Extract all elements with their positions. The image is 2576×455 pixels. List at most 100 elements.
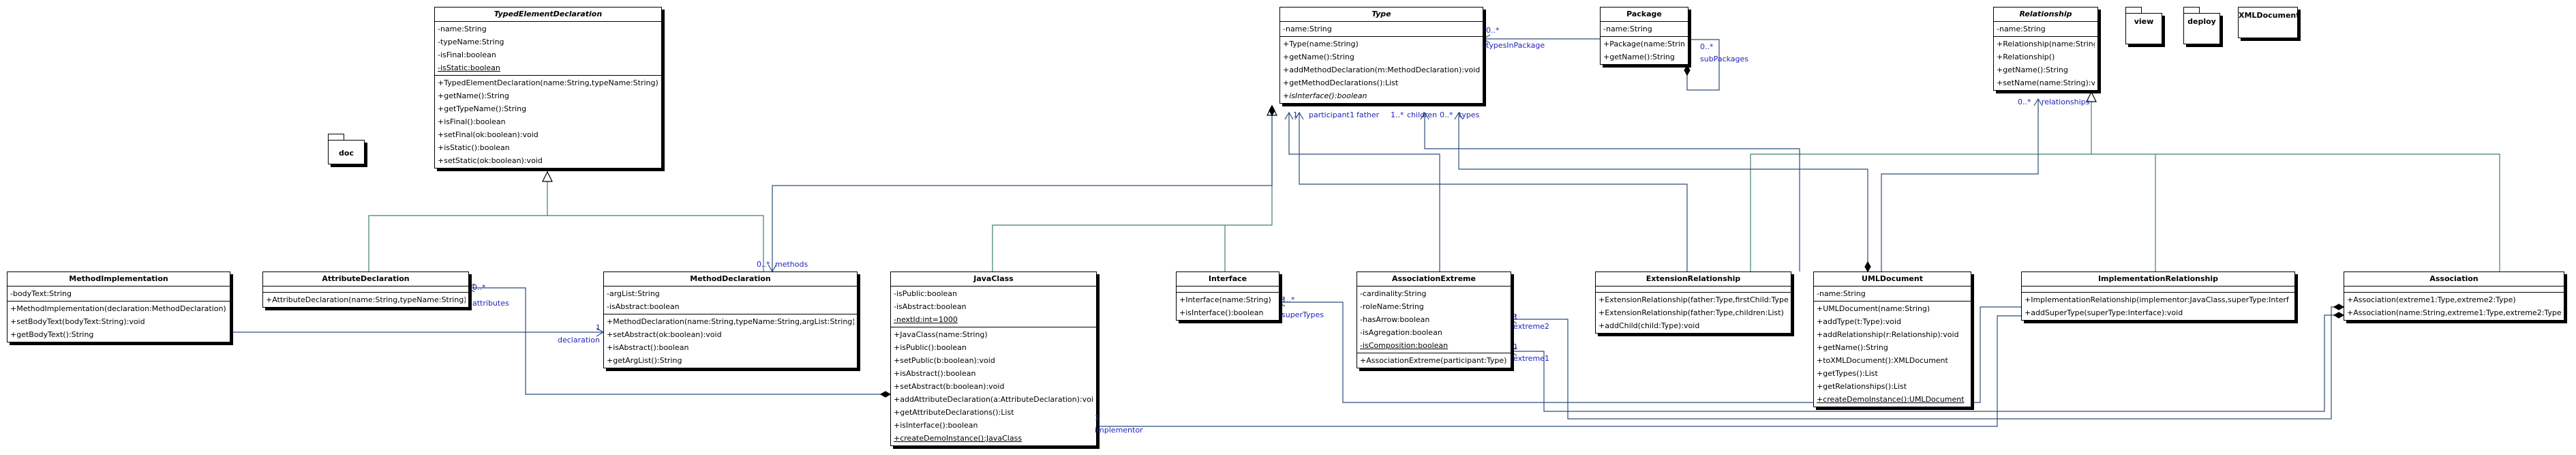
assoc-children [1424,113,1800,271]
class-interface[interactable]: Interface+Interface(name:String)+isInter… [1176,271,1279,321]
operation-row: +setFinal(ok:boolean):void [438,130,539,139]
attribute-compartment: -bodyText:String [7,287,230,302]
attribute-row: -name:String [1997,25,2046,33]
operation-row: +Association(extreme1:Type,extreme2:Type… [2347,295,2516,304]
operation-row: +setStatic(ok:boolean):void [438,156,543,165]
operation-compartment: +AttributeDeclaration(name:String,typeNa… [263,293,468,307]
operation-row: +isFinal():boolean [438,117,506,126]
class-name: MethodImplementation [7,272,230,287]
attribute-row: -isAbstract:boolean [894,302,967,311]
role-father: father [1357,111,1380,119]
operation-row: +getTypeName():String [438,104,527,113]
operation-row: +addSuperType(superType:Interface):void [2025,308,2183,317]
assoc-attributes [468,287,890,395]
class-name: AssociationExtreme [1357,272,1511,287]
operation-row: +ExtensionRelationship(father:Type,first… [1598,295,1788,304]
gen-edge-attrdecl [368,215,547,271]
attribute-compartment [263,287,468,293]
operation-row: +Relationship() [1997,53,2055,61]
class-name: UMLDocument [1814,272,1971,287]
mult-father: 1 [1350,111,1354,119]
class-name: TypedElementDeclaration [435,8,661,22]
mult-attributes: 0..* [472,283,486,292]
attribute-row: -name:String [1817,289,1866,298]
operation-row: +setAbstract(ok:boolean):void [607,330,722,339]
class-java-class[interactable]: JavaClass-isPublic:boolean-isAbstract:bo… [890,271,1097,446]
operation-row: +toXMLDocument():XMLDocument [1817,356,1948,365]
operation-compartment: +ExtensionRelationship(father:Type,first… [1596,293,1791,333]
class-association-extreme[interactable]: AssociationExtreme-cardinality:String-ro… [1357,271,1511,368]
attribute-compartment: -name:String [1601,22,1688,37]
class-name: Type [1280,8,1483,22]
operation-compartment: +MethodDeclaration(name:String,typeName:… [604,314,857,368]
operation-compartment: +Interface(name:String)+isInterface():bo… [1177,293,1279,320]
class-name: ExtensionRelationship [1596,272,1791,287]
class-method-declaration[interactable]: MethodDeclaration-argList:String-isAbstr… [603,271,858,368]
class-attribute-declaration[interactable]: AttributeDeclaration+AttributeDeclaratio… [262,271,469,308]
composition-diamond-assoc-2 [2333,312,2345,319]
operation-row: +setBodyText(bodyText:String):void [10,317,145,326]
class-type[interactable]: Type-name:String+Type(name:String)+getNa… [1279,7,1483,104]
attribute-row: -isStatic:boolean [438,63,500,72]
attribute-compartment: -name:String [1994,22,2097,37]
class-implementation-relationship[interactable]: ImplementationRelationship +Implementatio… [2021,271,2295,321]
role-implementor: implementor [1095,426,1143,435]
attribute-row: -isAgregation:boolean [1360,328,1442,337]
operation-row: +ImplementationRelationship(implementor:… [2025,295,2289,304]
mult-participant: 1 [1293,111,1298,119]
class-name: Package [1601,8,1688,22]
class-name: Association [2344,272,2564,287]
operation-compartment: +Association(extreme1:Type,extreme2:Type… [2344,293,2564,320]
role-sub-packages: subPackages [1700,55,1749,63]
attribute-row: -argList:String [607,289,660,298]
attribute-row: -typeName:String [438,38,504,46]
mult-extreme2: 1 [1513,312,1518,321]
assoc-super-types [1278,302,2021,403]
attribute-compartment: -name:String-typeName:String-isFinal:boo… [435,22,661,76]
gen-triangle-typed [542,171,553,182]
operation-row: +getName():String [438,91,509,100]
operation-row: +Interface(name:String) [1179,295,1271,304]
operation-row: +setName(name:String):void [1997,78,2095,87]
class-name: ImplementationRelationship [2022,272,2294,287]
operation-row: +isInterface():boolean [894,421,978,430]
attribute-row: -name:String [438,25,487,33]
operation-row: +getName():String [1997,65,2068,74]
operation-row: +setPublic(b:boolean):void [894,356,995,365]
assoc-father [1299,113,1688,271]
operation-row: +MethodImplementation(declaration:Method… [10,304,226,313]
class-package[interactable]: Package-name:String+Package(name:String)… [1600,7,1688,65]
assoc-types [1458,113,1868,271]
arrowhead-father [1294,111,1304,120]
attribute-compartment: -cardinality:String-roleName:String-hasA… [1357,287,1511,353]
attribute-row: -bodyText:String [10,289,72,298]
operation-row: +TypedElementDeclaration(name:String,typ… [438,78,658,87]
gen-edge-methoddecl [547,179,764,271]
operation-row: +setAbstract(b:boolean):void [894,382,1005,391]
class-uml-document[interactable]: UMLDocument-name:String+UMLDocument(name… [1813,271,1971,407]
class-extension-relationship[interactable]: ExtensionRelationship +ExtensionRelations… [1595,271,1791,334]
class-relationship[interactable]: Relationship-name:String+Relationship(na… [1993,7,2098,91]
assoc-relationships [1881,99,2039,271]
operation-row: +getName():String [1603,53,1675,61]
role-relationships: relationships [2042,98,2090,106]
role-children: children [1407,111,1438,119]
class-association[interactable]: Association +Association(extreme1:Type,ex… [2344,271,2564,321]
gen-edge-javaclass [992,113,1273,271]
operation-row: +getTypes():List [1817,369,1878,378]
arrowhead-typesinpackage [1482,34,1491,44]
operation-row: +Type(name:String) [1283,40,1359,48]
operation-row: +isAbstract():boolean [607,343,689,352]
class-typed-element-declaration[interactable]: TypedElementDeclaration -name:String -type… [434,7,662,168]
package-deploy-label: deploy [2183,13,2220,44]
operation-row: +Association(name:String,extreme1:Type,e… [2347,308,2561,317]
role-attributes: attributes [472,299,509,308]
mult-types: 0..* [1440,111,1453,119]
composition-diamond-type [1269,104,1275,117]
operation-row: +isPublic():boolean [894,343,967,352]
attribute-compartment [2344,287,2564,293]
gen-triangle-relationship [2086,91,2097,102]
operation-compartment: +Relationship(name:String)+Relationship(… [1994,37,2097,90]
class-method-implementation[interactable]: MethodImplementation -bodyText:String +Met… [7,271,230,342]
